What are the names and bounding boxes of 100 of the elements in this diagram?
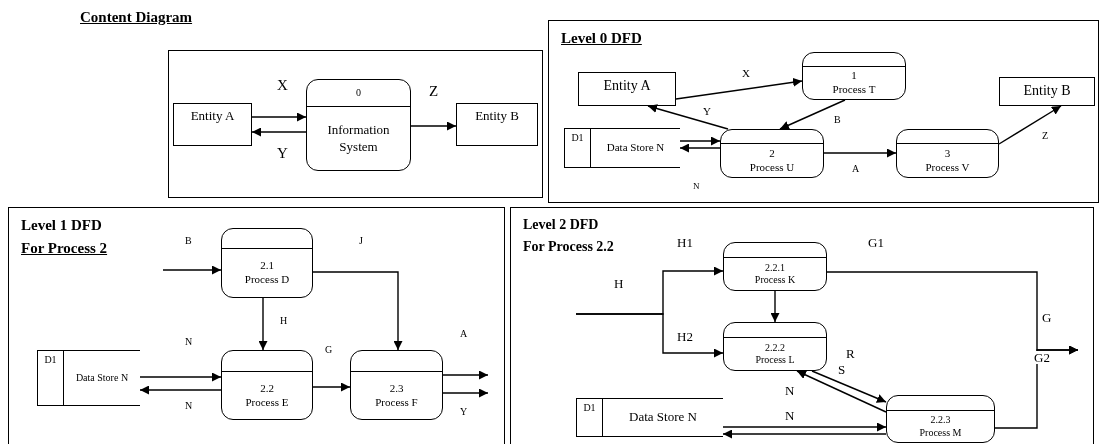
edge-label: A — [460, 329, 468, 339]
arrow — [722, 429, 887, 439]
arrow — [998, 105, 1062, 145]
edge-label: N — [185, 401, 193, 411]
process-name: Process T — [832, 83, 876, 97]
arrow — [575, 313, 724, 358]
panel-title: Level 0 DFD — [561, 29, 642, 48]
process-number: 2.1 — [260, 259, 274, 273]
arrow — [675, 77, 803, 100]
arrow — [139, 385, 222, 395]
data-store — [576, 398, 723, 437]
edge-label: B — [185, 236, 192, 246]
arrow — [722, 422, 887, 432]
process-name: Process F — [375, 395, 418, 410]
entity-name: Entity B — [475, 108, 519, 125]
arrow — [410, 121, 457, 131]
arrow — [442, 370, 489, 380]
entity-box — [999, 77, 1095, 106]
edge-label: X — [277, 78, 288, 93]
entity-box — [173, 103, 252, 146]
edge-label: G2 — [1034, 351, 1050, 364]
process-number: 2.3 — [389, 381, 404, 396]
process-name: Process V — [925, 160, 970, 175]
arrow — [258, 297, 268, 351]
store-id: D1 — [583, 403, 596, 413]
process-box — [896, 129, 999, 178]
process-box — [802, 52, 906, 100]
arrow — [162, 265, 222, 275]
process-box — [221, 350, 313, 420]
process-name: Process E — [245, 395, 289, 410]
arrow — [312, 271, 403, 351]
process-number: 2.2.3 — [930, 414, 951, 427]
process-number: 1 — [851, 69, 857, 83]
process-box — [221, 228, 313, 298]
arrow — [312, 382, 351, 392]
store-name: Data Store N — [606, 141, 665, 155]
arrow — [779, 99, 846, 130]
process-number: 3 — [944, 146, 951, 161]
edge-label: G1 — [868, 236, 884, 249]
process-box — [306, 79, 411, 171]
edge-label: N — [785, 384, 795, 397]
process-number: 2.2.1 — [765, 261, 785, 274]
entity-name: Entity B — [1023, 82, 1071, 100]
arrow — [994, 345, 1079, 429]
edge-label: H1 — [677, 236, 693, 249]
panel-title: Content Diagram — [80, 8, 193, 27]
process-box — [723, 242, 827, 291]
store-name: Data Store N — [75, 371, 129, 385]
edge-label: N — [785, 409, 795, 422]
edge-label: Z — [429, 84, 439, 99]
entity-box — [456, 103, 538, 146]
panel-frame — [548, 20, 1099, 203]
edge-label: X — [742, 68, 750, 79]
process-name: Process L — [755, 354, 795, 367]
data-store — [564, 128, 680, 168]
edge-label: N — [693, 182, 700, 191]
process-name: Process D — [244, 273, 290, 287]
process-name: Process K — [754, 274, 796, 287]
edge-label: S — [838, 363, 846, 376]
panel-title: For Process 2.2 — [523, 237, 614, 255]
edge-label: H — [280, 316, 288, 326]
arrow — [139, 372, 222, 382]
arrow — [647, 104, 729, 130]
edge-label: J — [359, 236, 363, 246]
process-name: Process M — [919, 426, 962, 439]
arrow — [823, 148, 897, 158]
arrow — [679, 143, 721, 153]
edge-label: H2 — [677, 330, 693, 343]
process-name: Process U — [749, 160, 795, 175]
edge-label: G — [325, 345, 333, 355]
edge-label: R — [846, 347, 855, 360]
data-store — [37, 350, 140, 406]
edge-label: Y — [277, 146, 288, 161]
flow-label: G — [1042, 311, 1052, 324]
process-box — [720, 129, 824, 178]
process-number: 2 — [769, 146, 775, 161]
edge-label: A — [852, 164, 860, 174]
arrow — [796, 370, 887, 413]
process-number: 2.2 — [260, 381, 274, 396]
process-box — [350, 350, 443, 420]
panel-title: For Process 2 — [21, 238, 108, 258]
entity-name: Entity A — [603, 77, 651, 95]
edge-label: Y — [460, 407, 468, 417]
edge-label: Z — [1042, 131, 1049, 141]
panel-title: Level 2 DFD — [523, 216, 599, 234]
process-number: 0 — [356, 86, 361, 100]
arrow — [679, 136, 721, 146]
arrow — [770, 290, 780, 323]
edge-label: B — [834, 115, 841, 125]
arrow — [251, 127, 307, 137]
arrow — [811, 370, 887, 403]
flow-label: H — [614, 277, 624, 290]
edge-label: N — [185, 337, 193, 347]
process-number: 2.2.2 — [765, 341, 785, 354]
process-box — [723, 322, 827, 371]
store-id: D1 — [571, 133, 584, 143]
store-name: Data Store N — [629, 409, 697, 426]
entity-name: Entity A — [190, 108, 235, 125]
arrow — [442, 388, 489, 398]
store-id: D1 — [44, 355, 57, 365]
